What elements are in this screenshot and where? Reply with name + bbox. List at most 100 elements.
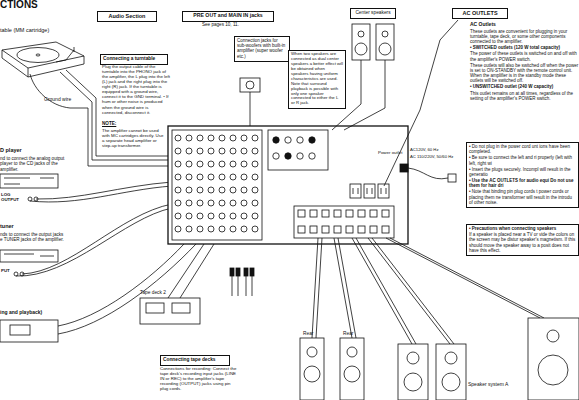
jack	[175, 148, 181, 154]
speaker-cone	[407, 352, 419, 364]
voltage-label: AC 110/220V, 50/60 Hz	[410, 155, 453, 160]
ac-outlet	[378, 184, 389, 198]
jack	[219, 200, 225, 206]
jack	[241, 226, 247, 232]
jack	[186, 135, 192, 141]
turntable-spindle	[36, 54, 40, 56]
pre-out-section	[268, 130, 328, 170]
jack	[219, 187, 225, 193]
pin-cord	[168, 244, 204, 298]
jack	[197, 187, 203, 193]
speaker-terminal	[370, 226, 377, 233]
jack	[197, 135, 203, 141]
speaker-cone	[304, 366, 320, 382]
box-text: Center speakers	[353, 10, 393, 16]
speaker-cone	[307, 347, 317, 357]
jack	[285, 153, 291, 159]
jack	[241, 200, 247, 206]
jack	[252, 213, 258, 219]
rear-speaker	[340, 338, 364, 400]
speaker-terminal	[370, 210, 377, 217]
leader-line	[384, 20, 458, 186]
speaker-terminal	[334, 226, 341, 233]
jack	[297, 153, 303, 159]
jack	[208, 174, 214, 180]
jack	[175, 161, 181, 167]
jack	[219, 213, 225, 219]
jack	[186, 200, 192, 206]
jack	[208, 135, 214, 141]
speaker-terminal	[358, 210, 365, 217]
jack	[252, 148, 258, 154]
jack	[252, 187, 258, 193]
jack	[208, 187, 214, 193]
jack	[252, 174, 258, 180]
jack	[186, 213, 192, 219]
jack	[197, 148, 203, 154]
part-label: Power outlet	[378, 150, 402, 155]
pre-out-jacks	[273, 137, 315, 159]
pin-plug	[236, 268, 240, 276]
jack	[208, 200, 214, 206]
speaker-cord	[368, 238, 454, 344]
box-text: AC OUTLETS	[455, 10, 505, 16]
speaker-terminal	[346, 226, 353, 233]
jack	[197, 200, 203, 206]
cassette-window	[10, 325, 30, 335]
jack	[230, 161, 236, 167]
speaker-terminal	[322, 210, 329, 217]
speaker-cord	[344, 60, 385, 130]
jack	[219, 174, 225, 180]
center-speaker	[352, 24, 370, 60]
jack	[219, 148, 225, 154]
jack	[219, 161, 225, 167]
speaker-cone	[547, 330, 559, 342]
page-title: CTIONS	[0, 0, 38, 11]
tape-deck	[0, 320, 58, 342]
turntable-body	[2, 42, 84, 77]
speaker-label: Rear	[343, 331, 353, 337]
speaker-terminal	[298, 226, 305, 233]
jack	[230, 200, 236, 206]
speaker-label: Rear	[303, 331, 313, 337]
page-reference: See pages 10, 11.	[202, 22, 239, 27]
amplifier-rear-panel	[168, 126, 408, 244]
main-speaker	[528, 318, 579, 400]
jack	[241, 148, 247, 154]
jack	[197, 226, 203, 232]
jack	[186, 161, 192, 167]
speaker-terminal-section	[294, 206, 394, 238]
jack	[197, 161, 203, 167]
jack	[252, 226, 258, 232]
voltage-label: AC120V, 60 Hz	[410, 148, 438, 153]
heading-box: Connecting tape decks	[160, 355, 230, 366]
box-body-text: • Note that binding pin plug cords t pow…	[469, 189, 576, 205]
jack	[241, 213, 247, 219]
jack	[252, 161, 258, 167]
pin-plug-pair	[232, 276, 252, 296]
jack	[241, 187, 247, 193]
jack	[219, 226, 225, 232]
output-jack	[28, 197, 32, 201]
ac-outlet	[364, 184, 375, 198]
box-text: Connecting tape decks	[163, 357, 227, 363]
jack	[230, 135, 236, 141]
instruction-text: nds to connect the output jacks e TUNER …	[0, 232, 66, 243]
jack	[273, 137, 279, 143]
jack	[252, 135, 258, 141]
box-text: Connecting a turntable	[103, 56, 165, 62]
text-column: AC OutletsThese outlets are convenient f…	[470, 22, 579, 102]
jack	[197, 174, 203, 180]
jack	[186, 187, 192, 193]
note-box: When two speakers are connected as dual …	[288, 50, 346, 109]
rear-speaker	[300, 338, 324, 400]
jack	[230, 226, 236, 232]
jack	[241, 135, 247, 141]
pin-cord	[250, 92, 251, 126]
speaker-cone	[358, 31, 364, 37]
note-text: The amplifier cannot be used with MC car…	[102, 128, 166, 148]
pin-plug	[244, 268, 248, 276]
jack	[230, 213, 236, 219]
precaution-box: • Precautions when connecting speakersIf…	[466, 224, 579, 256]
